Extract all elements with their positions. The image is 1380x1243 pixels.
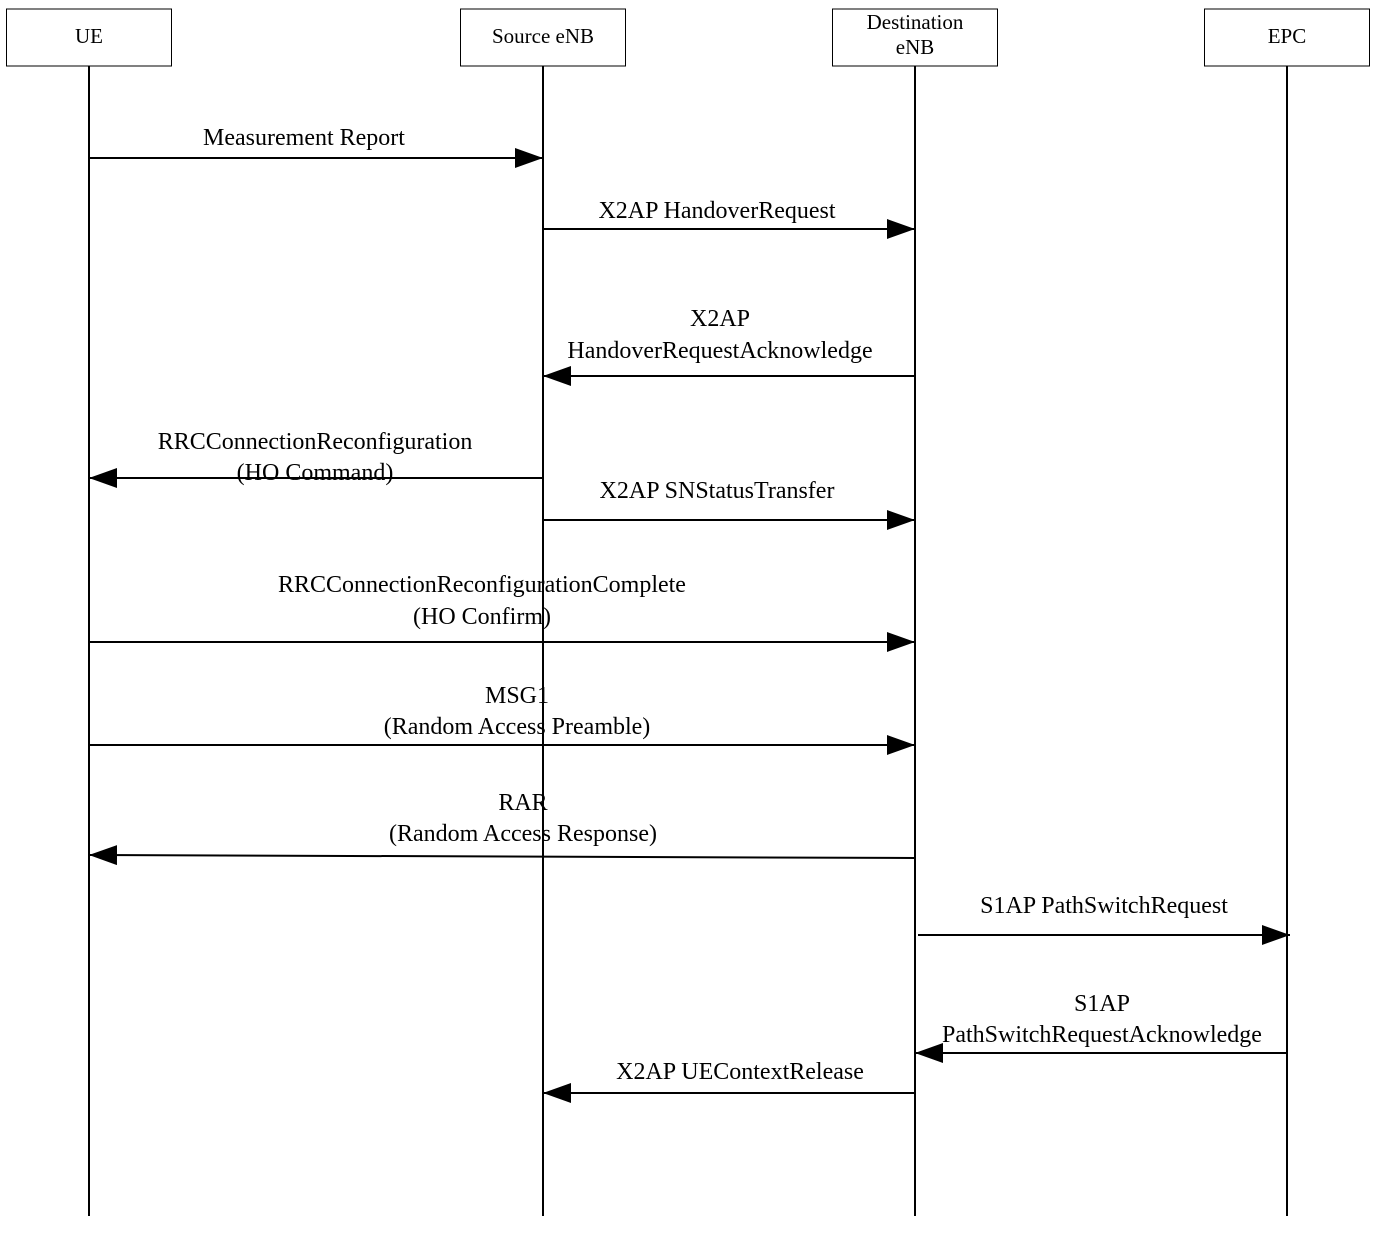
message-label: RAR — [498, 790, 547, 816]
participant-src: Source eNB — [460, 8, 626, 1216]
message-label: X2AP — [690, 306, 750, 332]
message-6: RRCConnectionReconfigurationComplete (HO … — [89, 572, 915, 652]
message-label: (Random Access Response) — [389, 821, 657, 847]
message-11: X2AP UEContextRelease — [543, 1059, 915, 1103]
participant-box-dst — [832, 8, 998, 67]
message-label: (Random Access Preamble) — [384, 714, 651, 740]
message-label: (HO Command) — [237, 460, 394, 486]
message-9: S1AP PathSwitchRequest — [918, 893, 1290, 945]
message-label: (HO Confirm) — [413, 604, 551, 630]
participant-label-dst: Destination — [867, 10, 964, 34]
participant-label-epc: EPC — [1268, 24, 1307, 48]
message-label: X2AP SNStatusTransfer — [600, 478, 835, 504]
message-label: X2AP UEContextRelease — [616, 1059, 864, 1085]
message-label: MSG1 — [485, 683, 549, 709]
message-label: X2AP HandoverRequest — [598, 198, 835, 224]
message-1: Measurement Report — [89, 125, 543, 168]
message-2: X2AP HandoverRequest — [543, 198, 915, 239]
message-label: HandoverRequestAcknowledge — [567, 338, 872, 364]
message-label: RRCConnectionReconfiguration — [158, 429, 473, 455]
message-5: X2AP SNStatusTransfer — [543, 478, 915, 530]
message-label: PathSwitchRequestAcknowledge — [942, 1022, 1262, 1048]
message-8: RAR (Random Access Response) — [88, 790, 916, 866]
participant-label-src: Source eNB — [492, 24, 594, 48]
message-3: X2AP HandoverRequestAcknowledge — [543, 306, 915, 386]
participant-epc: EPC — [1204, 8, 1370, 1216]
participant-ue: UE — [6, 8, 172, 1216]
message-label: S1AP PathSwitchRequest — [980, 893, 1228, 919]
participant-label-dst: eNB — [896, 35, 935, 59]
participant-label-ue: UE — [75, 24, 103, 48]
message-4: RRCConnectionReconfiguration (HO Command) — [89, 429, 543, 488]
participant-box-epc — [1204, 8, 1370, 67]
message-label: S1AP — [1074, 991, 1130, 1017]
message-label: RRCConnectionReconfigurationComplete — [278, 572, 686, 598]
message-7: MSG1 (Random Access Preamble) — [89, 683, 915, 755]
message-arrow — [88, 845, 916, 866]
message-label: Measurement Report — [203, 125, 405, 151]
message-10: S1AP PathSwitchRequestAcknowledge — [915, 991, 1287, 1063]
participant-box-ue — [6, 8, 172, 67]
